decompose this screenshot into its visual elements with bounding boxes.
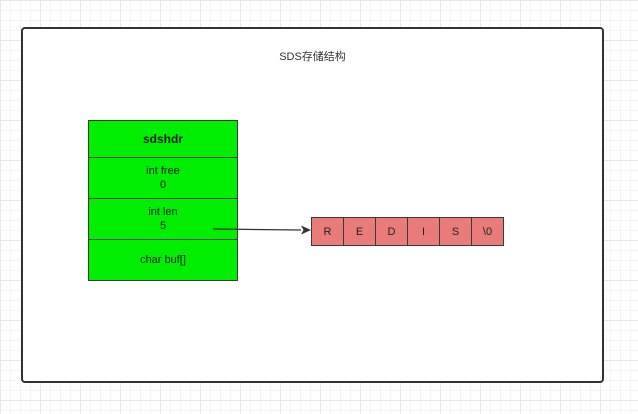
- struct-header: sdshdr: [88, 120, 238, 158]
- buffer-cell-terminator: \0: [471, 217, 504, 246]
- field-buf: char buf[]: [88, 239, 238, 281]
- field-len-label: int len: [148, 206, 178, 218]
- struct-header-label: sdshdr: [142, 132, 183, 146]
- diagram-title: SDS存储结构: [279, 51, 346, 63]
- pointer-arrow: [213, 225, 311, 235]
- field-len: int len 5: [88, 198, 238, 240]
- field-free-value: 0: [159, 179, 167, 191]
- field-buf-label: char buf[]: [140, 254, 186, 266]
- buffer-cell: D: [375, 217, 408, 246]
- diagram-frame: SDS存储结构 sdshdr int free 0 int len 5 char…: [21, 27, 604, 383]
- buffer-cell: I: [407, 217, 440, 246]
- buffer-cell: E: [343, 217, 376, 246]
- char-buffer: R E D I S \0: [311, 217, 504, 246]
- field-free-label: int free: [146, 165, 180, 177]
- buffer-cell: S: [439, 217, 472, 246]
- field-len-value: 5: [159, 220, 167, 232]
- field-free: int free 0: [88, 157, 238, 199]
- buffer-cell: R: [311, 217, 344, 246]
- sdshdr-struct: sdshdr int free 0 int len 5 char buf[]: [88, 120, 238, 281]
